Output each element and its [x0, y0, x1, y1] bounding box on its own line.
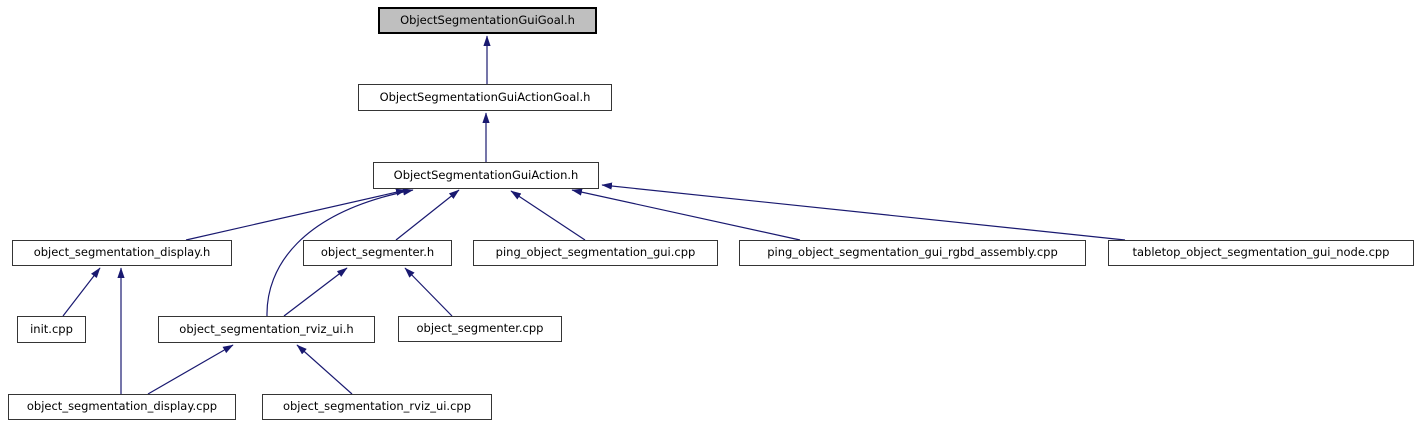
- node-object-segmentation-display-cpp[interactable]: object_segmentation_display.cpp: [8, 394, 236, 420]
- node-label: ObjectSegmentationGuiActionGoal.h: [379, 89, 591, 104]
- node-label: object_segmentation_rviz_ui.h: [179, 321, 354, 336]
- node-label: object_segmenter.cpp: [416, 321, 544, 336]
- node-ping-object-segmentation-gui-cpp[interactable]: ping_object_segmentation_gui.cpp: [473, 240, 718, 266]
- node-label: object_segmentation_display.cpp: [26, 399, 218, 414]
- edge-object-segmentation-display-h--object-segmentation-gui-action-h: [185, 188, 407, 241]
- node-label: tabletop_object_segmentation_gui_node.cp…: [1132, 245, 1390, 260]
- node-tabletop-object-segmentation-gui-node-cpp[interactable]: tabletop_object_segmentation_gui_node.cp…: [1108, 240, 1414, 266]
- node-label: object_segmentation_rviz_ui.cpp: [282, 399, 472, 414]
- edge-object-segmentation-rviz-ui-h--object-segmenter-h: [283, 267, 348, 317]
- edge-object-segmentation-display-cpp--object-segmentation-rviz-ui-h: [147, 344, 234, 395]
- node-object-segmentation-display-h[interactable]: object_segmentation_display.h: [12, 240, 232, 266]
- node-object-segmenter-h[interactable]: object_segmenter.h: [303, 240, 452, 266]
- node-object-segmenter-cpp[interactable]: object_segmenter.cpp: [398, 316, 562, 342]
- edge-init-cpp--object-segmentation-display-h: [62, 267, 101, 317]
- edge-tabletop-object-segmentation-gui-node-cpp--object-segmentation-gui-action-h: [601, 182, 1126, 241]
- node-label: init.cpp: [30, 321, 73, 336]
- node-object-segmentation-gui-goal-h: ObjectSegmentationGuiGoal.h: [378, 7, 597, 34]
- node-label: ping_object_segmentation_gui.cpp: [495, 245, 696, 260]
- edge-object-segmentation-rviz-ui-cpp--object-segmentation-rviz-ui-h: [296, 344, 353, 395]
- node-ping-object-segmentation-gui-rgbd-assembly-cpp[interactable]: ping_object_segmentation_gui_rgbd_assemb…: [739, 240, 1086, 266]
- node-object-segmentation-gui-action-h[interactable]: ObjectSegmentationGuiAction.h: [373, 162, 599, 189]
- edge-ping-object-segmentation-gui-cpp--object-segmentation-gui-action-h: [510, 190, 586, 241]
- edge-object-segmenter-cpp--object-segmenter-h: [404, 267, 453, 317]
- node-label: ObjectSegmentationGuiGoal.h: [400, 12, 575, 27]
- edge-ping-object-segmentation-gui-rgbd-assembly-cpp--object-segmentation-gui-action-h: [571, 188, 801, 241]
- node-label: ObjectSegmentationGuiAction.h: [393, 167, 579, 182]
- node-init-cpp[interactable]: init.cpp: [17, 316, 86, 343]
- node-object-segmentation-gui-action-goal-h[interactable]: ObjectSegmentationGuiActionGoal.h: [358, 84, 612, 111]
- node-label: ping_object_segmentation_gui_rgbd_assemb…: [767, 245, 1058, 260]
- node-object-segmentation-rviz-ui-h[interactable]: object_segmentation_rviz_ui.h: [158, 316, 375, 343]
- node-object-segmentation-rviz-ui-cpp[interactable]: object_segmentation_rviz_ui.cpp: [262, 394, 492, 420]
- edge-object-segmenter-h--object-segmentation-gui-action-h: [395, 189, 460, 241]
- node-label: object_segmentation_display.h: [33, 245, 211, 260]
- node-label: object_segmenter.h: [320, 245, 435, 260]
